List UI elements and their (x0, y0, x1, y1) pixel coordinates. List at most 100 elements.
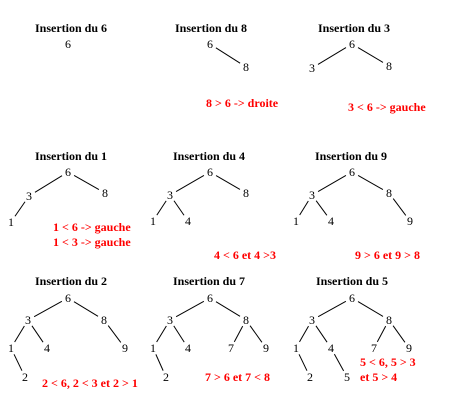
tree-edge (249, 325, 263, 343)
panel-title: Insertion du 3 (318, 21, 390, 35)
tree-edge (73, 175, 100, 190)
tree-node: 3 (309, 313, 315, 327)
panel-1: Insertion du 6 6 (35, 21, 107, 51)
tree-node: 3 (167, 313, 173, 327)
tree-node: 1 (293, 214, 299, 228)
panel-title: Insertion du 9 (315, 149, 387, 163)
comparison-note: 3 < 6 -> gauche (348, 100, 426, 114)
tree-node: 9 (263, 341, 269, 355)
panel-title: Insertion du 6 (35, 21, 107, 35)
tree-node: 8 (386, 59, 392, 73)
panel-title: Insertion du 8 (175, 21, 247, 35)
tree-node: 6 (207, 165, 213, 179)
tree-node: 8 (386, 313, 392, 327)
tree-node: 4 (185, 214, 191, 228)
tree-node: 8 (101, 313, 107, 327)
tree-edge (317, 175, 347, 192)
tree-edge (317, 300, 347, 318)
tree-node: 8 (386, 186, 392, 200)
tree-node: 1 (8, 215, 14, 229)
tree-node: 6 (349, 165, 355, 179)
tree-edge (73, 301, 99, 317)
comparison-note: 1 < 3 -> gauche (53, 235, 131, 249)
tree-node: 1 (150, 214, 156, 228)
tree-node: 3 (25, 313, 31, 327)
tree-edge (357, 175, 384, 190)
comparison-note: et 5 > 4 (360, 370, 397, 384)
panel-title: Insertion du 7 (173, 274, 245, 288)
tree-node: 4 (44, 341, 50, 355)
tree-edge (173, 200, 185, 216)
tree-node: 6 (349, 291, 355, 305)
tree-edge (173, 325, 185, 343)
tree-edge (175, 175, 205, 192)
tree-node: 2 (307, 370, 313, 384)
comparison-note: 4 < 6 et 4 >3 (214, 248, 276, 262)
tree-node: 3 (309, 61, 315, 75)
comparison-note: 2 < 6, 2 < 3 et 2 > 1 (42, 376, 138, 390)
tree-node: 6 (65, 165, 71, 179)
panel-title: Insertion du 4 (173, 149, 245, 163)
tree-node: 6 (65, 291, 71, 305)
tree-node: 4 (328, 214, 334, 228)
tree-edge (299, 200, 309, 216)
tree-node: 3 (167, 188, 173, 202)
comparison-note: 8 > 6 -> droite (206, 96, 279, 110)
tree-node: 6 (349, 37, 355, 51)
tree-edge (357, 301, 384, 317)
tree-node: 4 (185, 341, 191, 355)
panel-title: Insertion du 1 (35, 149, 107, 163)
tree-edge (33, 300, 63, 318)
tree-node: 3 (26, 189, 32, 203)
tree-node: 1 (293, 341, 299, 355)
tree-edge (107, 325, 122, 343)
tree-node: 6 (207, 291, 213, 305)
tree-edge (298, 354, 308, 371)
tree-node: 1 (8, 341, 14, 355)
tree-node: 4 (328, 341, 334, 355)
tree-edge (392, 198, 407, 216)
tree-edge (315, 200, 328, 216)
tree-edge (215, 175, 241, 190)
tree-node: 6 (207, 37, 213, 51)
panel-5: Insertion du 4 6 3 8 1 4 4 < 6 et 4 >3 (150, 149, 276, 262)
panel-title: Insertion du 2 (35, 274, 107, 288)
tree-node: 7 (371, 341, 377, 355)
comparison-note: 9 > 6 et 9 > 8 (355, 248, 420, 262)
tree-edge (14, 201, 26, 217)
tree-node: 1 (150, 341, 156, 355)
tree-node: 9 (122, 341, 128, 355)
tree-edge (31, 325, 44, 343)
tree-edge (175, 300, 205, 318)
tree-node: 7 (228, 341, 234, 355)
tree-edge (317, 47, 347, 65)
tree-edge (14, 325, 25, 343)
tree-node: 9 (406, 341, 412, 355)
comparison-note: 7 > 6 et 7 < 8 (205, 370, 270, 384)
comparison-note: 1 < 6 -> gauche (53, 220, 131, 234)
tree-edge (392, 325, 406, 343)
tree-edge (376, 325, 387, 343)
tree-edge (333, 353, 345, 372)
tree-edge (215, 47, 241, 64)
tree-edge (13, 354, 23, 371)
tree-node: 6 (65, 37, 71, 51)
tree-edge (156, 325, 167, 343)
tree-node: 3 (309, 188, 315, 202)
tree-node: 8 (243, 313, 249, 327)
tree-node: 5 (344, 370, 350, 384)
tree-node: 8 (243, 186, 249, 200)
tree-edge (357, 47, 384, 63)
tree-edge (233, 325, 244, 343)
panel-3: Insertion du 3 6 3 8 3 < 6 -> gauche (309, 21, 426, 114)
tree-edge (34, 175, 63, 193)
tree-edge (156, 200, 167, 216)
tree-edge (315, 325, 328, 343)
panel-title: Insertion du 5 (316, 274, 388, 288)
